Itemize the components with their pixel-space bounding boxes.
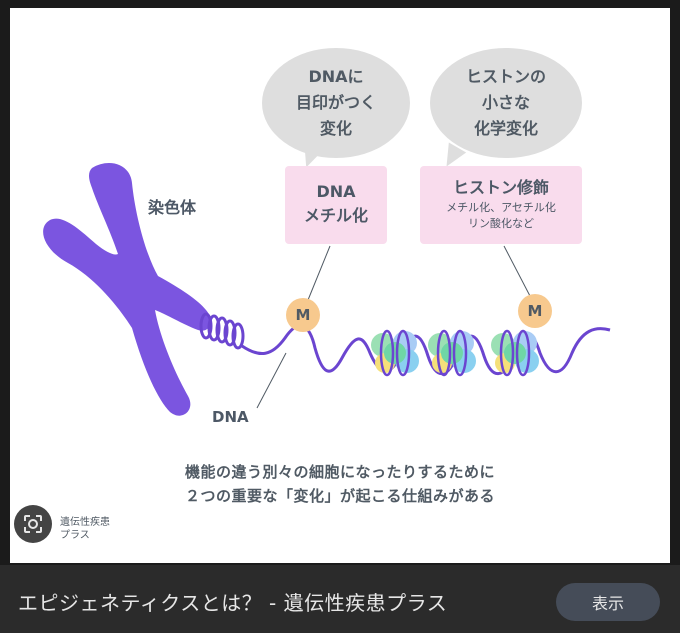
- connector-line: [307, 245, 331, 301]
- bubble-line: 小さな: [481, 93, 530, 112]
- caption-line-1: 機能の違う別々の細胞になったりするために: [184, 463, 495, 481]
- bubble-line: DNAに: [308, 67, 364, 86]
- caption-line-2: ２つの重要な「変化」が起こる仕組みがある: [184, 487, 495, 505]
- speech-bubble-dna: DNAに 目印がつく 変化: [262, 48, 410, 158]
- box-line: DNA: [316, 182, 356, 201]
- dna-label: DNA: [212, 408, 249, 426]
- bottom-bar: エピジェネティクスとは？ - 遺伝性疾患プラス 表示: [0, 565, 680, 633]
- chromatin-coil: [199, 312, 245, 350]
- chromosome-label: 染色体: [148, 198, 197, 217]
- image-frame: DNAに 目印がつく 変化 ヒストンの 小さな 化学変化 DNA メチル化 ヒス…: [0, 0, 680, 565]
- dna-methylation-box: DNA メチル化: [285, 166, 387, 244]
- box-detail: リン酸化など: [468, 217, 534, 230]
- epigenetics-diagram: [43, 163, 611, 416]
- speech-bubble-histone: ヒストンの 小さな 化学変化: [430, 48, 582, 158]
- nucleosome: [491, 331, 539, 373]
- lens-search-button[interactable]: [14, 505, 52, 543]
- dna-strand: [241, 324, 611, 376]
- box-line: メチル化: [303, 206, 368, 225]
- lens-icon: [24, 515, 42, 533]
- methyl-marker: M: [286, 298, 320, 332]
- bubble-line: 目印がつく: [295, 93, 376, 112]
- box-detail: メチル化、アセチル化: [446, 201, 556, 214]
- logo-text: 遺伝性疾患 プラス: [60, 517, 110, 541]
- box-title: ヒストン修飾: [452, 178, 549, 197]
- connector-line: [256, 352, 287, 409]
- bubble-line: 変化: [319, 119, 352, 138]
- bubble-line: ヒストンの: [465, 67, 546, 86]
- bubble-line: 化学変化: [473, 119, 538, 138]
- histone-modification-box: ヒストン修飾 メチル化、アセチル化 リン酸化など: [420, 166, 582, 244]
- methyl-marker: M: [518, 294, 552, 328]
- connector-line: [503, 245, 531, 297]
- result-title[interactable]: エピジェネティクスとは？ - 遺伝性疾患プラス: [18, 591, 448, 615]
- diagram-card: DNAに 目印がつく 変化 ヒストンの 小さな 化学変化 DNA メチル化 ヒス…: [10, 8, 670, 563]
- chromosome: [43, 163, 211, 416]
- show-button[interactable]: 表示: [556, 583, 660, 621]
